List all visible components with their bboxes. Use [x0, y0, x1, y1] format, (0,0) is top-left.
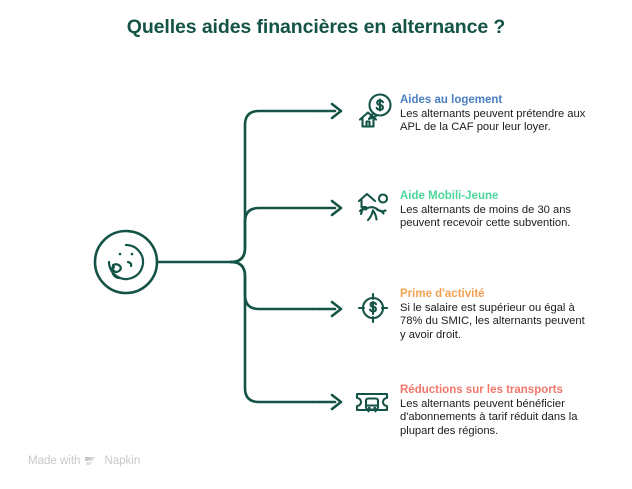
center-node-circle [93, 229, 159, 295]
napkin-logo-icon [85, 457, 96, 465]
running-person-house-icon [357, 192, 389, 222]
branch-heading-3: Prime d'activité [400, 288, 485, 300]
branch-text-4: Réductions sur les transports Les altern… [400, 383, 592, 438]
coin-target-icon [357, 292, 389, 324]
branch-text-3: Prime d'activité Si le salaire est supér… [400, 287, 592, 342]
watermark-text: Made with [28, 455, 81, 467]
house-dollar-icon [358, 93, 392, 128]
watermark-brand: Napkin [104, 455, 141, 467]
branch-heading-4: Réductions sur les transports [400, 384, 563, 396]
branch-body-3: Si le salaire est supérieur ou égal à 78… [400, 302, 585, 341]
bus-ticket-icon [355, 392, 389, 413]
branch-body-2: Les alternants de moins de 30 ans peuven… [400, 204, 572, 230]
branch-heading-2: Aide Mobili-Jeune [400, 190, 499, 202]
thinking-face-icon [107, 243, 145, 281]
arrow-head-icon [330, 102, 343, 411]
watermark: Made with Napkin [28, 455, 140, 467]
branch-heading-1: Aides au logement [400, 94, 503, 106]
page-title: Quelles aides financières en alternance … [126, 16, 506, 38]
branch-body-4: Les alternants peuvent bénéficier d'abon… [400, 398, 578, 437]
branch-body-1: Les alternants peuvent prétendre aux APL… [400, 108, 586, 134]
branch-text-1: Aides au logement Les alternants peuvent… [400, 93, 592, 135]
branch-text-2: Aide Mobili-Jeune Les alternants de moin… [400, 189, 592, 231]
